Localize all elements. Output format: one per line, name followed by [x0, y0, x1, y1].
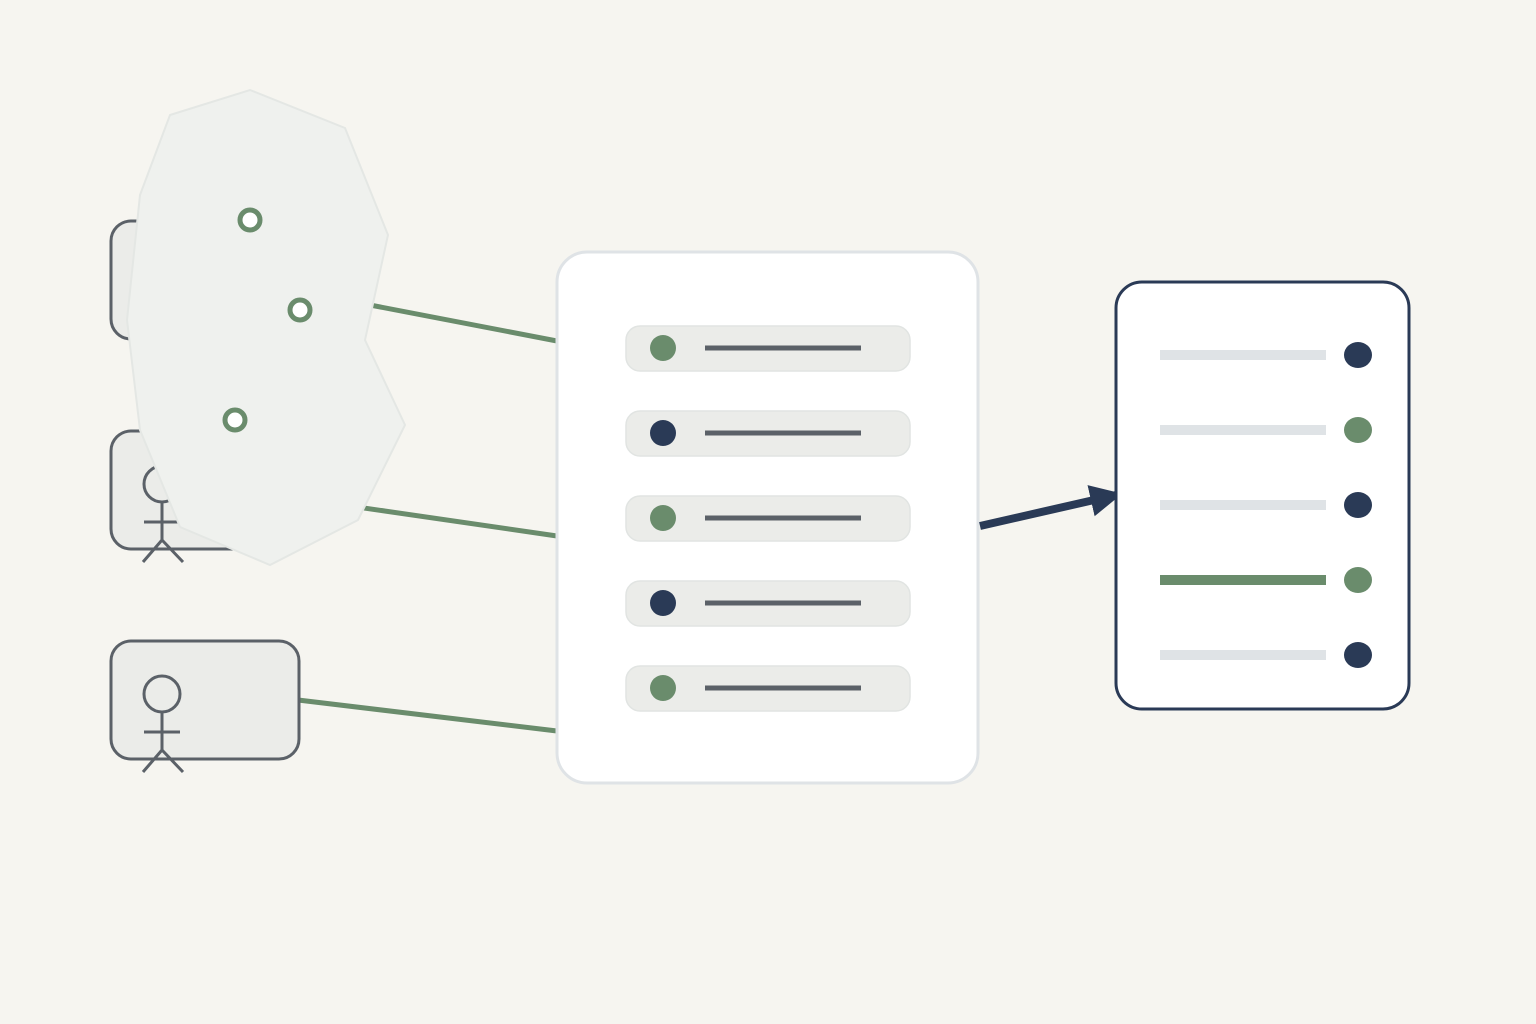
hub-panel: [555, 250, 980, 785]
output-item-status-dot: [1344, 642, 1372, 668]
output-item[interactable]: [1160, 417, 1372, 443]
output-connector-arrow: [979, 485, 1123, 530]
output-item-status-dot: [1344, 567, 1372, 593]
hub-item[interactable]: [625, 665, 911, 712]
person-icon: [141, 674, 185, 774]
output-item-status-dot: [1344, 342, 1372, 368]
location-pin-icon: [222, 407, 248, 433]
hub-item-status-dot: [650, 335, 676, 361]
hub-item-status-dot: [650, 420, 676, 446]
hub-item[interactable]: [625, 325, 911, 372]
output-item-status-dot: [1344, 492, 1372, 518]
output-item[interactable]: [1160, 567, 1372, 593]
hub-item-status-dot: [650, 590, 676, 616]
output-item[interactable]: [1160, 342, 1372, 368]
location-pin-icon: [287, 297, 313, 323]
output-item[interactable]: [1160, 642, 1372, 668]
hub-item[interactable]: [625, 495, 911, 542]
output-item[interactable]: [1160, 492, 1372, 518]
connector-actor-3: [297, 697, 558, 734]
location-pin-icon: [237, 207, 263, 233]
hub-item-status-dot: [650, 675, 676, 701]
output-panel: [1114, 280, 1411, 711]
hub-item[interactable]: [625, 580, 911, 627]
hub-item[interactable]: [625, 410, 911, 457]
actor-card-3[interactable]: [109, 639, 301, 774]
output-item-status-dot: [1344, 417, 1372, 443]
map-region: [125, 88, 407, 567]
hub-item-status-dot: [650, 505, 676, 531]
